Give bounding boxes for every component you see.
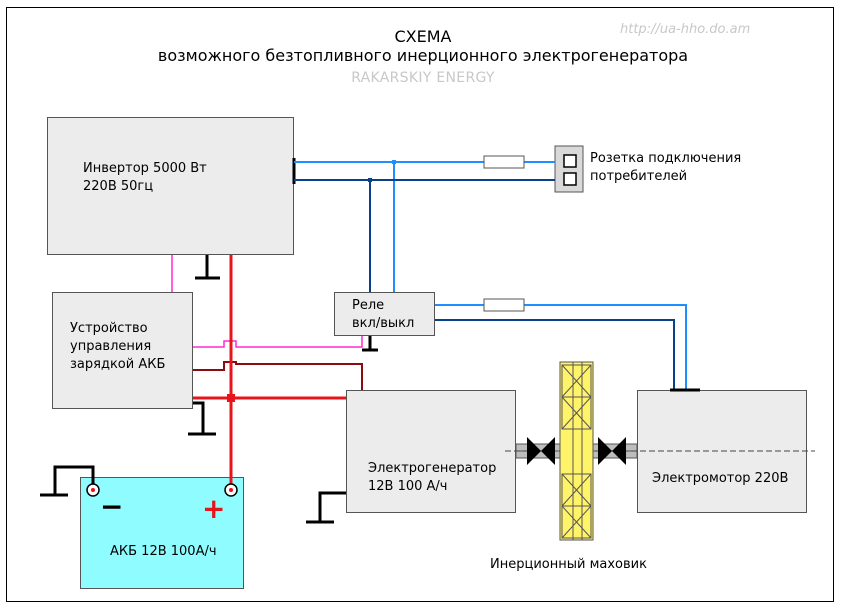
junction-blue-light bbox=[392, 160, 396, 164]
battery-label: АКБ 12В 100А/ч bbox=[110, 544, 217, 559]
flywheel bbox=[559, 361, 594, 541]
relay-label: Реле вкл/выкл bbox=[352, 298, 415, 331]
flywheel-label: Инерционный маховик bbox=[490, 557, 647, 572]
battery-block bbox=[80, 477, 244, 589]
junction-red bbox=[227, 394, 235, 402]
socket-outlet bbox=[554, 145, 584, 193]
junction-blue-dark bbox=[368, 178, 372, 182]
battery-plus-sign: + bbox=[202, 492, 226, 525]
diagram-subtitle: возможного безтопливного инерционного эл… bbox=[157, 46, 689, 65]
generator-label: Электрогенератор 12В 100 А/ч bbox=[368, 461, 497, 494]
relay-block bbox=[334, 292, 435, 336]
wire-red bbox=[193, 255, 346, 490]
ground-symbols bbox=[40, 255, 378, 524]
socket-label: Розетка подключения потребителей bbox=[590, 151, 742, 184]
fuse-socket bbox=[483, 155, 525, 169]
wire-blue-dark bbox=[294, 179, 675, 390]
charge-controller-label: Устройство управления зарядкой АКБ bbox=[70, 321, 166, 372]
wire-blue-light bbox=[294, 161, 687, 390]
charge-controller-block bbox=[52, 292, 193, 409]
wire-magenta bbox=[171, 255, 363, 348]
diagram-title: СХЕМА bbox=[394, 27, 452, 46]
inverter-label: Инвертор 5000 Вт 220В 50гц bbox=[83, 161, 207, 194]
inverter-block bbox=[47, 117, 294, 255]
battery-minus-sign: − bbox=[100, 490, 124, 523]
wire-dark-red bbox=[193, 361, 363, 390]
motor-label: Электромотор 220В bbox=[652, 471, 789, 486]
drive-shaft bbox=[505, 437, 815, 465]
site-url-watermark: http://ua-hho.do.am bbox=[620, 22, 751, 37]
brand-watermark: RAKARSKIY ENERGY bbox=[351, 70, 495, 86]
fuse-motor bbox=[483, 298, 525, 312]
